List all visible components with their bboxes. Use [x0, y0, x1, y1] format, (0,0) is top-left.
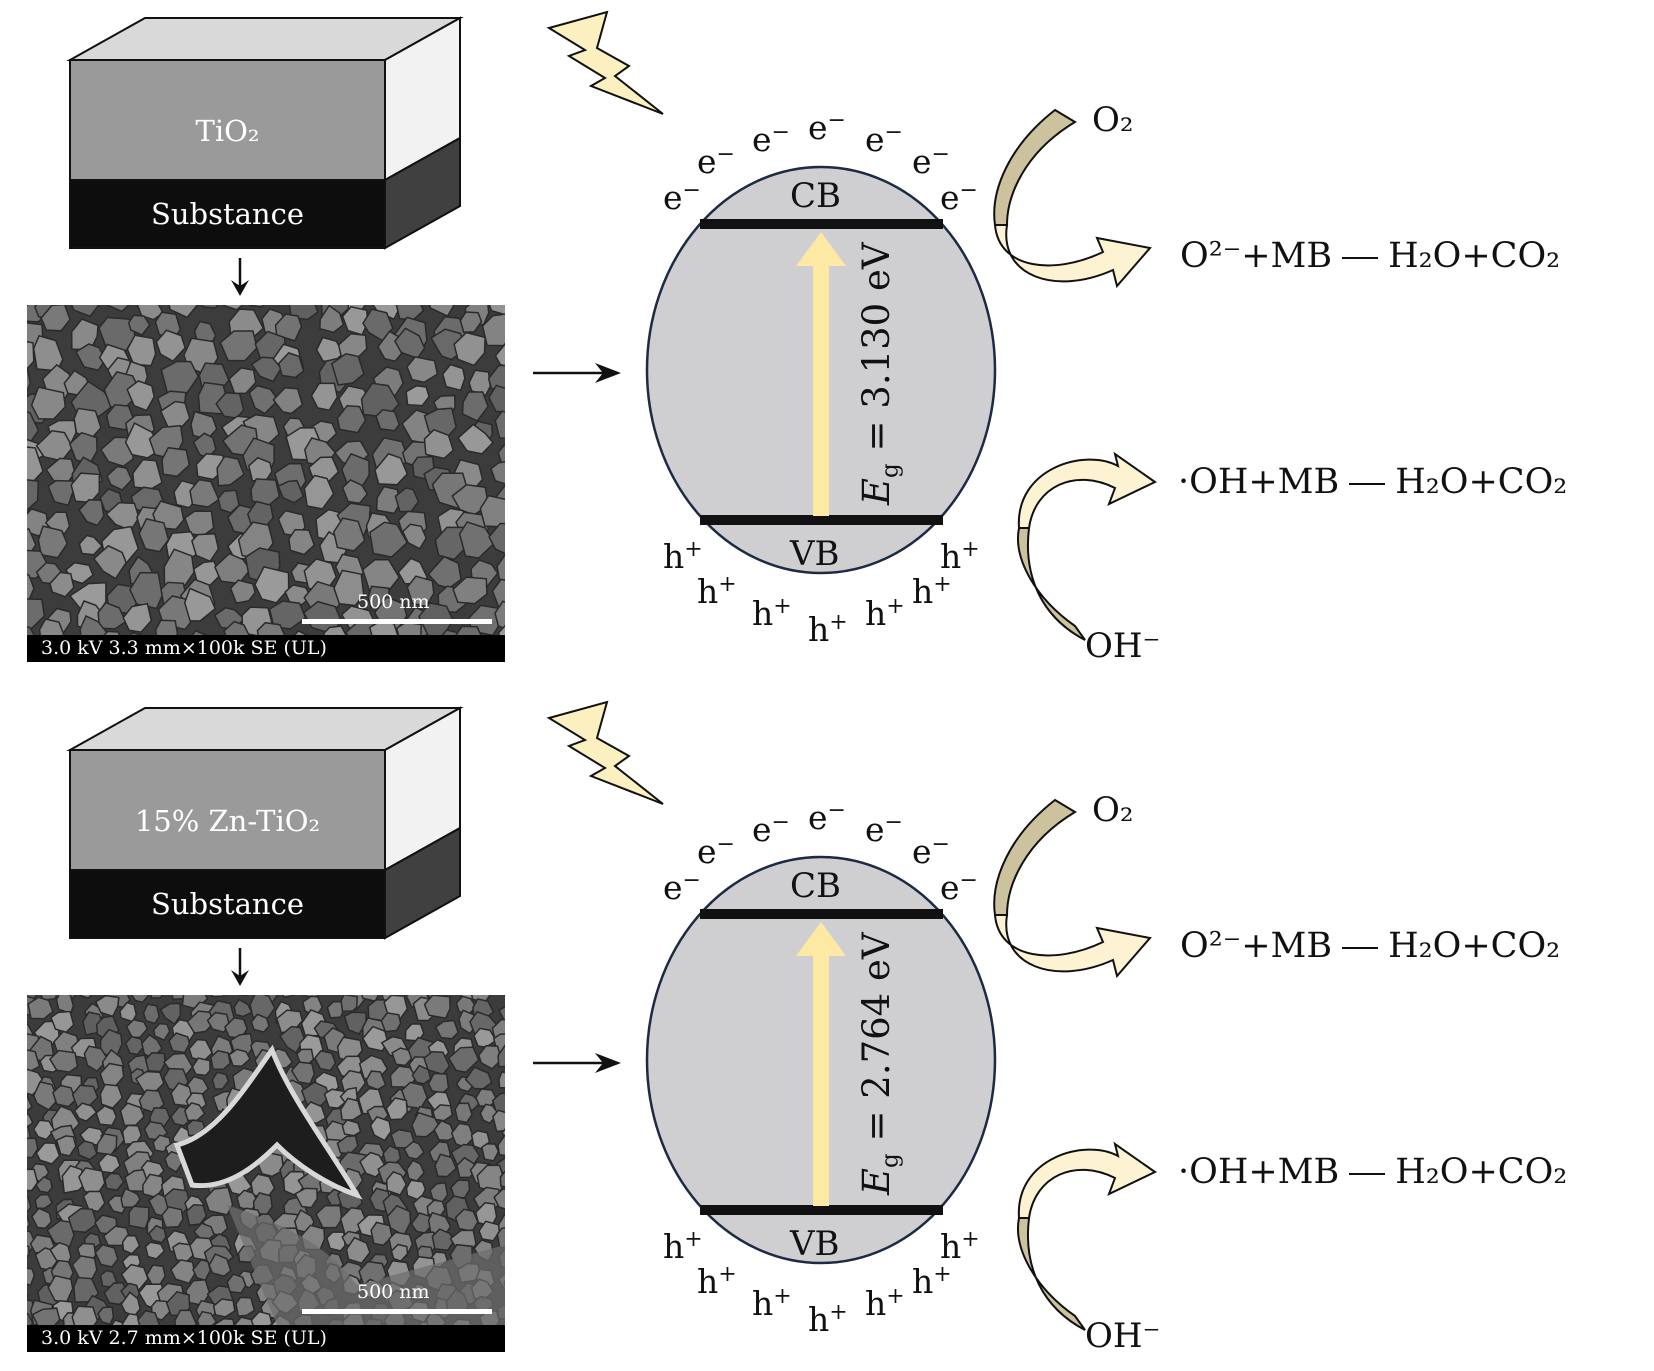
oxidation-arrow: [1017, 451, 1157, 641]
arrow-down-icon: [231, 948, 249, 986]
substrate-label: Substance: [150, 197, 304, 231]
cb-label: CB: [790, 866, 841, 906]
hole: h+: [912, 1262, 952, 1301]
reduction-arrow: [993, 798, 1152, 979]
vb-label: VB: [790, 534, 840, 574]
electron: e−: [663, 178, 701, 217]
lightning-icon: [546, 10, 664, 115]
cb-label: CB: [790, 176, 841, 216]
sem-info-bar: 3.0 kV 2.7 mm×100k SE (UL): [27, 1325, 505, 1352]
film-layer-label: TiO₂: [195, 114, 260, 148]
hole: h+: [940, 1227, 980, 1266]
electron: e−: [808, 798, 846, 837]
panel-zn-tio2: 15% Zn-TiO₂ Substance 500 nm 3.0 kV 2.7 …: [0, 690, 1654, 1371]
electron: e−: [663, 868, 701, 907]
oh-minus-label: OH⁻: [1085, 1316, 1161, 1356]
scale-bar-label: 500 nm: [357, 591, 430, 613]
band-structure-diagram: [645, 855, 997, 1265]
hole: h+: [940, 537, 980, 576]
hole: h+: [752, 1284, 792, 1323]
film-stack-diagram: [66, 16, 464, 250]
electron: e−: [752, 120, 790, 159]
hole: h+: [697, 1262, 737, 1301]
arrow-right-icon: [533, 363, 621, 383]
hole: h+: [808, 1300, 848, 1339]
hole: h+: [697, 572, 737, 611]
electron: e−: [808, 108, 846, 147]
film-stack-diagram: [66, 706, 464, 940]
bandgap-arrow-shaft: [813, 264, 829, 516]
reduction-arrow: [993, 108, 1152, 289]
electron: e−: [697, 142, 735, 181]
bandgap-arrow-head: [796, 232, 846, 266]
substrate-front-face: [69, 179, 386, 249]
substrate-label: Substance: [150, 887, 304, 921]
hole: h+: [663, 1227, 703, 1266]
hole: h+: [663, 537, 703, 576]
film-layer-label: 15% Zn-TiO₂: [134, 804, 321, 838]
bandgap-label: Eg = 2.764 eV: [855, 932, 904, 1195]
scale-bar: [302, 619, 492, 624]
lightning-icon: [546, 700, 664, 805]
hole: h+: [865, 1284, 905, 1323]
substrate-front-face: [69, 869, 386, 939]
electron: e−: [697, 832, 735, 871]
electron: e−: [865, 810, 903, 849]
sem-grain-texture: [27, 305, 505, 662]
electron: e−: [752, 810, 790, 849]
bandgap-arrow-shaft: [813, 954, 829, 1206]
o2-label: O₂: [1092, 100, 1134, 140]
electron: e−: [940, 868, 978, 907]
scale-bar: [302, 1309, 492, 1314]
hole: h+: [912, 572, 952, 611]
electron: e−: [865, 120, 903, 159]
arrow-down-icon: [231, 258, 249, 296]
o2-label: O₂: [1092, 790, 1134, 830]
bandgap-label: Eg = 3.130 eV: [855, 242, 904, 505]
sem-info-bar: 3.0 kV 3.3 mm×100k SE (UL): [27, 635, 505, 662]
bandgap-arrow-head: [796, 922, 846, 956]
oxidation-arrow: [1017, 1141, 1157, 1331]
hole: h+: [865, 594, 905, 633]
vb-label: VB: [790, 1224, 840, 1264]
electron: e−: [912, 142, 950, 181]
panel-tio2: TiO₂ Substance 500 nm 3.0 kV 3.3 mm×100k…: [0, 0, 1654, 681]
electron: e−: [940, 178, 978, 217]
band-structure-diagram: [645, 165, 997, 575]
hole: h+: [808, 610, 848, 649]
sem-grain-texture: [27, 995, 505, 1352]
film-front-face: [69, 59, 386, 181]
arrow-right-icon: [533, 1053, 621, 1073]
hole: h+: [752, 594, 792, 633]
sem-micrograph: 500 nm 3.0 kV 2.7 mm×100k SE (UL): [27, 995, 505, 1352]
electron: e−: [912, 832, 950, 871]
scale-bar-label: 500 nm: [357, 1281, 430, 1303]
sem-micrograph: 500 nm 3.0 kV 3.3 mm×100k SE (UL): [27, 305, 505, 662]
oh-minus-label: OH⁻: [1085, 626, 1161, 666]
